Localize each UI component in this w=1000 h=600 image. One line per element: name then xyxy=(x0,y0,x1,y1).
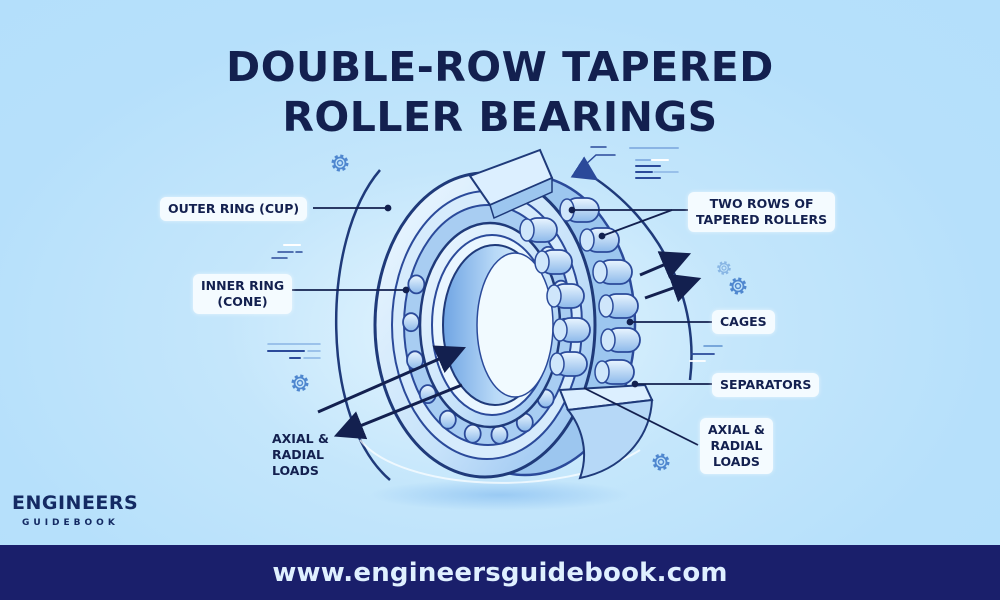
leader-rollers-b-dot xyxy=(598,232,606,240)
motion-arc-left xyxy=(335,169,391,481)
tapered-roller xyxy=(594,359,635,385)
load-arrow-2 xyxy=(333,383,463,440)
label-inner-ring: INNER RING (CONE) xyxy=(193,274,293,314)
label-separators: SEPARATORS xyxy=(712,373,820,397)
tapered-roller xyxy=(546,283,585,309)
gear-icon xyxy=(717,261,731,275)
label-outer-ring: OUTER RING (CUP) xyxy=(160,197,308,221)
roller xyxy=(407,274,426,295)
leader-lines xyxy=(286,204,712,446)
info-lines-icon xyxy=(583,146,679,179)
tapered-roller xyxy=(552,317,591,343)
floor-shadow xyxy=(370,479,630,511)
gear-icon xyxy=(729,277,747,295)
tapered-roller xyxy=(519,217,558,243)
info-lines-icon xyxy=(267,343,321,359)
title-line-2: ROLLER BEARINGS xyxy=(282,93,718,141)
load-arrow-1 xyxy=(317,345,466,414)
logo-main: ENGINEERS xyxy=(12,492,139,514)
website-url[interactable]: www.engineersguidebook.com xyxy=(272,557,728,588)
roller xyxy=(463,423,482,444)
info-lines-icon xyxy=(689,345,723,362)
roller xyxy=(490,424,509,445)
leader-rollers-b xyxy=(601,209,673,237)
tapered-roller xyxy=(598,293,639,319)
logo: ENGINEERS GUIDEBOOK xyxy=(12,492,138,528)
bearing-diagram xyxy=(267,146,747,511)
bore-far-edge xyxy=(476,252,554,398)
gear-icon xyxy=(331,154,349,172)
leader-separators-dot xyxy=(631,380,639,388)
load-arrow-4 xyxy=(644,273,702,303)
tapered-roller xyxy=(549,351,588,377)
tapered-roller xyxy=(600,327,641,353)
roller xyxy=(438,409,457,430)
outer-ring-cutaway-bottom-face xyxy=(566,398,654,480)
tapered-roller xyxy=(579,227,620,253)
leader-loads xyxy=(583,387,699,446)
outer-ring-cutaway-top-side xyxy=(489,176,553,220)
leader-rollers-a-dot xyxy=(568,206,576,214)
tapered-roller xyxy=(592,259,633,285)
tapered-roller xyxy=(534,249,573,275)
bearing xyxy=(373,148,654,480)
leader-cages-dot xyxy=(626,318,634,326)
page-title: DOUBLE-ROW TAPERED ROLLER BEARINGS xyxy=(0,42,1000,142)
label-cages: CAGES xyxy=(712,310,775,334)
label-loads-left: AXIAL & RADIAL LOADS xyxy=(272,431,329,478)
load-arrow-3 xyxy=(639,251,692,279)
footer-banner: www.engineersguidebook.com xyxy=(0,545,1000,600)
logo-sub: GUIDEBOOK xyxy=(22,518,119,528)
roller xyxy=(402,312,420,333)
info-lines-icon xyxy=(271,244,303,259)
label-tapered-rollers: TWO ROWS OF TAPERED ROLLERS xyxy=(688,192,836,232)
tapered-roller-rows xyxy=(519,197,641,385)
label-loads-right: AXIAL & RADIAL LOADS xyxy=(700,418,773,474)
gear-icon xyxy=(652,453,670,471)
gear-icon xyxy=(291,374,309,392)
title-line-1: DOUBLE-ROW TAPERED xyxy=(226,43,774,91)
leader-inner-ring-dot xyxy=(402,286,410,294)
leader-outer-ring-dot xyxy=(384,204,392,212)
